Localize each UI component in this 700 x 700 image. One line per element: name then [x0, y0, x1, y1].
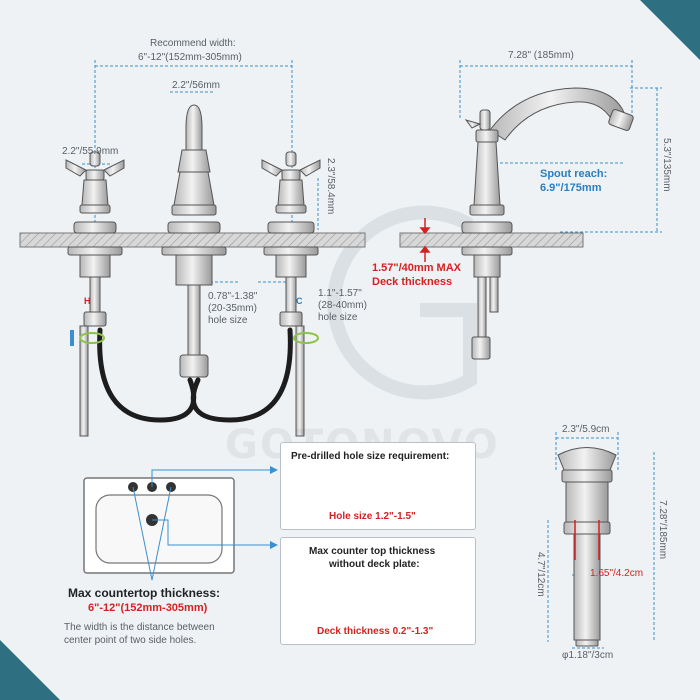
drain-pipe-diameter: φ1.18"/3cm	[562, 650, 614, 661]
handle-height-label: 2.3"/58.4mm	[325, 158, 336, 215]
corner-decoration-bottom	[0, 640, 60, 700]
leader-arrow-2	[270, 541, 278, 549]
watermark-logo	[327, 205, 477, 400]
recommend-width-value: 6"-12"(152mm-305mm)	[138, 52, 242, 63]
drain-total-height: 7.28"/185mm	[657, 500, 668, 560]
side-height-label: 5.3"/135mm	[661, 138, 672, 192]
drain-middle-width: 1.65"/4.2cm	[590, 568, 644, 579]
deck-thickness-box: Max counter top thickness without deck p…	[280, 537, 476, 645]
deck-box-caption: Deck thickness 0.2"-1.3"	[317, 626, 434, 637]
countertop-value: 6"-12"(152mm-305mm)	[88, 602, 208, 614]
recommend-width-label: Recommend width:	[150, 38, 236, 49]
drain-lower-height: 4.7"/12cm	[535, 552, 546, 597]
countertop-slab-front	[19, 232, 366, 248]
sink-illustration	[83, 477, 235, 574]
deck-thickness-label: 1.57"/40mm MAX	[372, 262, 461, 274]
supply-hoses	[97, 327, 293, 423]
right-handle	[261, 151, 321, 234]
drain-top-width: 2.3"/5.9cm	[562, 424, 610, 435]
side-length-label: 7.28" (185mm)	[508, 50, 574, 61]
side-view-faucet	[461, 87, 634, 360]
countertop-note-l1: The width is the distance between	[64, 622, 215, 633]
drain-stopper	[557, 447, 617, 647]
leader-lines	[132, 469, 270, 581]
side-hole-size-l2: (28-40mm)	[318, 300, 367, 311]
cold-valve-ring	[293, 332, 319, 344]
left-handle	[65, 151, 125, 234]
spout-width-label: 2.2"/56mm	[172, 80, 221, 91]
deck-thickness-arrows	[419, 218, 431, 262]
deck-box-title-l1: Max counter top thickness	[309, 546, 436, 557]
hole-size-title: Pre-drilled hole size requirement:	[291, 451, 450, 462]
corner-decoration-top	[640, 0, 700, 60]
countertop-note-l2: center point of two side holes.	[64, 635, 197, 646]
spout-reach-label: Spout reach:	[540, 168, 608, 180]
hot-valve-ring	[79, 332, 105, 344]
leader-arrow-1	[270, 466, 278, 474]
under-counter-parts	[67, 246, 319, 437]
center-hole-size-l1: 0.78"-1.38"	[208, 291, 258, 302]
spout-reach-value: 6.9"/175mm	[540, 182, 602, 194]
handle-width-label: 2.2"/55.9mm	[62, 146, 119, 157]
deck-thickness-sub: Deck thickness	[372, 276, 453, 288]
hole-size-caption: Hole size 1.2"-1.5"	[329, 511, 416, 522]
center-hole-size-l3: hole size	[208, 315, 248, 326]
side-hole-size-l1: 1.1"-1.57"	[318, 288, 362, 299]
hole-size-box: Pre-drilled hole size requirement: Hole …	[280, 442, 476, 530]
center-hole-size-l2: (20-35mm)	[208, 303, 257, 314]
countertop-title: Max countertop thickness:	[68, 586, 221, 600]
center-spout	[167, 104, 221, 234]
side-hole-size-l3: hole size	[318, 312, 358, 323]
hot-marker	[70, 330, 74, 346]
cold-mark: C	[296, 296, 303, 306]
hot-mark: H	[84, 296, 91, 306]
deck-box-title-l2: without deck plate:	[329, 559, 420, 570]
countertop-slab-side	[399, 232, 584, 248]
